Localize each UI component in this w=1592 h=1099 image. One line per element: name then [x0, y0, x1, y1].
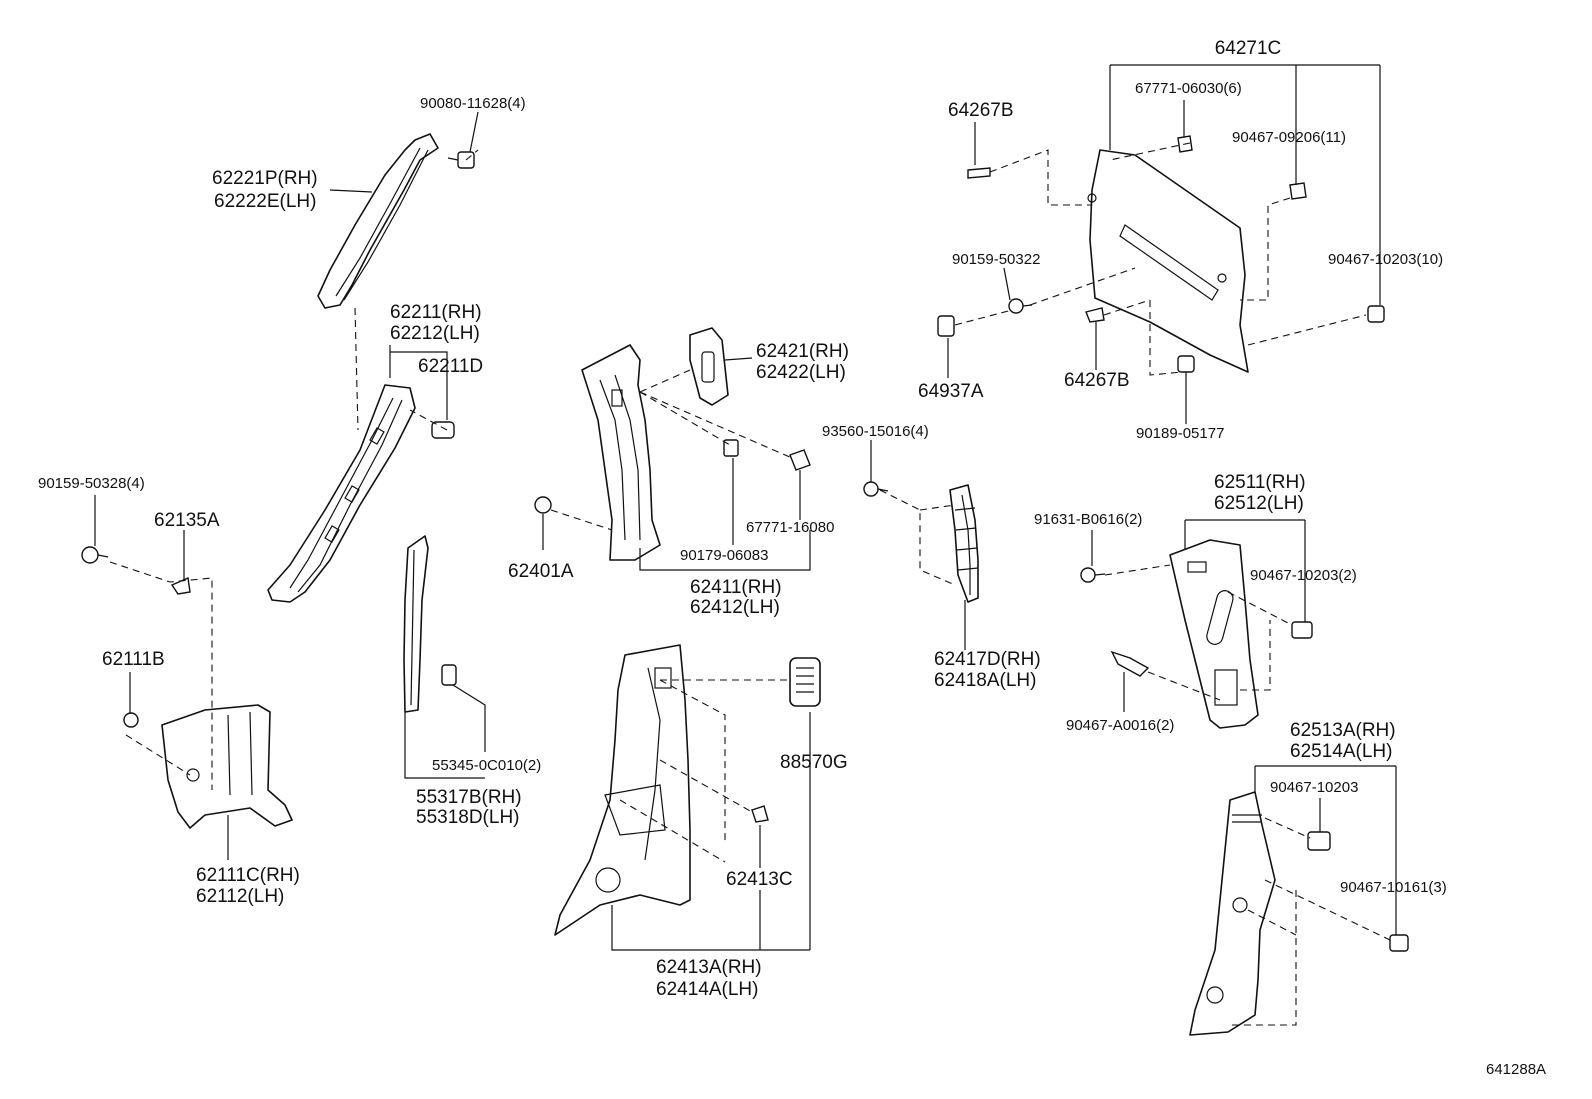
- fastener-clip: [789, 449, 811, 471]
- cowl-side-trim: [161, 704, 293, 829]
- fastener-clip: [123, 712, 139, 728]
- label-90179-06083: 90179-06083: [680, 547, 768, 564]
- fastener-bolt: [81, 546, 109, 564]
- label-62417D: 62417D(RH): [934, 649, 1041, 670]
- fastener-clip: [1307, 831, 1331, 851]
- label-90467-A0016: 90467-A0016(2): [1066, 717, 1174, 734]
- label-90189-05177: 90189-05177: [1136, 425, 1224, 442]
- label-64267B-top: 64267B: [948, 100, 1014, 121]
- center-pillar-upper-garnish: [581, 344, 661, 561]
- fastener-clip: [1291, 621, 1313, 639]
- label-64271C: 64271C: [1215, 38, 1282, 59]
- label-67771-06030: 67771-06030(6): [1135, 80, 1242, 97]
- label-62401A: 62401A: [508, 561, 574, 582]
- fastener-clip: [534, 496, 552, 514]
- fastener-clip: [431, 421, 455, 439]
- label-62411: 62411(RH): [690, 577, 782, 598]
- seat-belt-guide: [789, 657, 821, 707]
- label-62418A: 62418A(LH): [934, 670, 1036, 691]
- label-62413A: 62413A(RH): [656, 957, 762, 978]
- label-62222E: 62222E(LH): [214, 191, 316, 212]
- label-62414A: 62414A(LH): [656, 979, 758, 1000]
- label-62512: 62512(LH): [1214, 493, 1304, 514]
- label-62221P: 62221P(RH): [212, 168, 318, 189]
- label-91631-B0616: 91631-B0616(2): [1034, 511, 1142, 528]
- label-55317B: 55317B(RH): [416, 787, 522, 808]
- label-90467-10203-10: 90467-10203(10): [1328, 251, 1443, 268]
- label-62412: 62412(LH): [690, 597, 780, 618]
- front-pillar-garnish: [267, 384, 416, 603]
- label-62421: 62421(RH): [756, 341, 849, 362]
- label-62422: 62422(LH): [756, 362, 846, 383]
- leader-lines: [94, 64, 1397, 951]
- fastener-clip: [1177, 355, 1195, 373]
- label-90467-10203-2: 90467-10203(2): [1250, 567, 1357, 584]
- belt-anchor-cover: [689, 327, 729, 406]
- rear-pillar-upper-garnish: [1169, 539, 1259, 729]
- part-labels: 64271C 67771-06030(6) 64267B 90467-09206…: [38, 38, 1546, 1078]
- fastener-clip: [1367, 305, 1385, 323]
- quarter-trim-panel: [1087, 149, 1249, 373]
- label-62513A: 62513A(RH): [1290, 720, 1396, 741]
- label-88570G: 88570G: [780, 752, 848, 773]
- label-62111B: 62111B: [102, 649, 165, 670]
- label-90080-11628: 90080-11628(4): [420, 95, 526, 112]
- fastener-clip: [447, 151, 475, 169]
- label-62413C: 62413C: [726, 869, 793, 890]
- label-90467-10203: 90467-10203: [1270, 779, 1358, 796]
- label-62514A: 62514A(LH): [1290, 741, 1392, 762]
- front-pillar-upper-garnish: [317, 133, 439, 309]
- label-93560-15016: 93560-15016(4): [822, 423, 929, 440]
- fastener-clip: [1289, 182, 1307, 200]
- label-90467-10161: 90467-10161(3): [1340, 879, 1447, 896]
- fastener-bolt: [1080, 567, 1106, 583]
- label-64267B-bottom: 64267B: [1064, 370, 1130, 391]
- label-62112: 62112(LH): [196, 886, 284, 907]
- label-55345-0C010: 55345-0C010(2): [432, 757, 541, 774]
- label-62211D: 62211D: [418, 356, 483, 377]
- diagram-code: 641288A: [1486, 1061, 1546, 1078]
- label-90467-09206: 90467-09206(11): [1232, 129, 1346, 146]
- fastener-clip: [1085, 307, 1105, 323]
- fastener-clip: [1110, 650, 1150, 677]
- belt-anchor-rail: [949, 484, 979, 603]
- label-62511: 62511(RH): [1214, 472, 1306, 493]
- fastener-clip: [1389, 934, 1409, 952]
- label-55318D: 55318D(LH): [416, 807, 520, 828]
- label-67771-16080: 67771-16080: [746, 519, 834, 536]
- fastener-clip: [937, 315, 955, 337]
- label-90159-50322: 90159-50322: [952, 251, 1040, 268]
- label-64937A: 64937A: [918, 381, 984, 402]
- label-62135A: 62135A: [154, 510, 220, 531]
- label-62212: 62212(LH): [390, 323, 480, 344]
- door-opening-weatherstrip: [403, 535, 429, 713]
- fastener-clip: [441, 664, 457, 686]
- assembly-dashed-lines: [109, 142, 1391, 1026]
- fastener-bolt: [1008, 298, 1033, 314]
- label-90159-50328: 90159-50328(4): [38, 475, 145, 492]
- label-62211: 62211(RH): [390, 302, 482, 323]
- label-62111C: 62111C(RH): [196, 865, 300, 886]
- center-pillar-lower-garnish: [554, 644, 691, 936]
- fastener-clip: [967, 167, 991, 179]
- rear-pillar-lower-garnish: [1189, 791, 1276, 1036]
- fastener-clip: [751, 805, 769, 823]
- fastener-bolt: [863, 481, 889, 497]
